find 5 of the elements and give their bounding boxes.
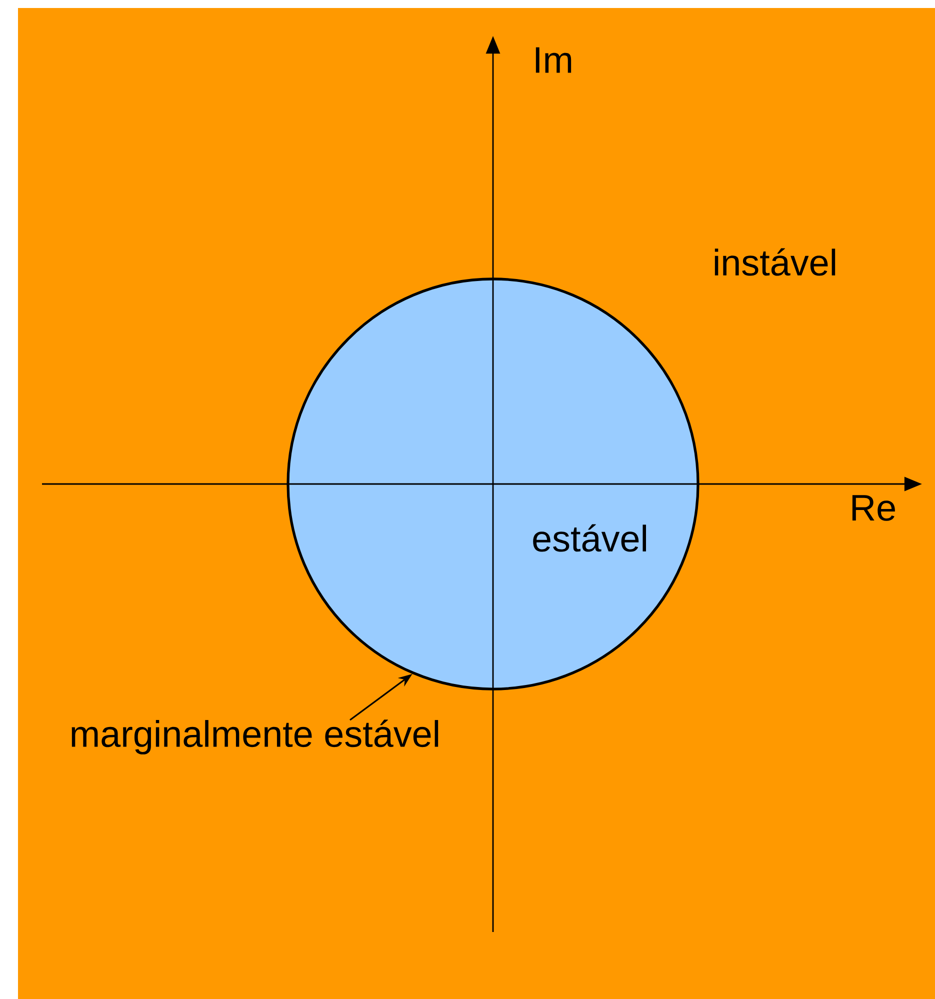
axis-label: Im — [536, 47, 572, 73]
axis-label: Re — [852, 495, 895, 521]
region-label: instável — [714, 248, 836, 276]
stability-disk: estável — [286, 278, 700, 690]
region-label: marginalmente estável — [72, 720, 438, 754]
